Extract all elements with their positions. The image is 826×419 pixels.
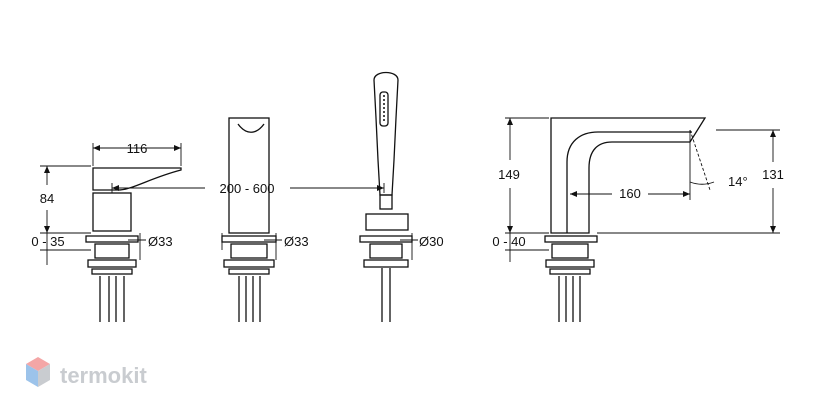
hand-shower-grip — [383, 95, 385, 121]
dim-bath-reach: 160 — [619, 186, 641, 201]
dim-spacing: 200 - 600 — [220, 181, 275, 196]
hand-shower-dimension-lines — [400, 233, 418, 260]
hand-shower-drawing — [359, 71, 413, 322]
spout-side-dimension-lines — [505, 117, 780, 262]
mixer-lever-dimension-lines — [40, 143, 182, 265]
mixer-lever-drawing — [85, 167, 182, 322]
dim-lever-deck: 0 - 35 — [31, 234, 64, 249]
termokit-logo-text: termokit — [60, 363, 147, 388]
dim-lever-diameter: Ø33 — [148, 234, 173, 249]
dim-bath-outlet-height: 131 — [762, 167, 784, 182]
spacing-dimension-line — [111, 183, 385, 193]
dim-shower-diameter: Ø30 — [419, 234, 444, 249]
dimension-arrowheads — [44, 118, 776, 233]
termokit-logo-icon — [26, 357, 50, 387]
dim-spout-diameter: Ø33 — [284, 234, 309, 249]
dim-bath-height: 149 — [498, 167, 520, 182]
spout-side-drawing — [544, 117, 707, 322]
termokit-logo: termokit — [26, 357, 147, 388]
dim-lever-width: 116 — [127, 141, 148, 156]
dim-bath-deck: 0 - 40 — [492, 234, 525, 249]
spout-front-dimension-lines — [221, 233, 282, 260]
dim-bath-angle: 14° — [728, 174, 748, 189]
spout-front-drawing — [221, 117, 277, 322]
dim-lever-height: 84 — [40, 191, 54, 206]
